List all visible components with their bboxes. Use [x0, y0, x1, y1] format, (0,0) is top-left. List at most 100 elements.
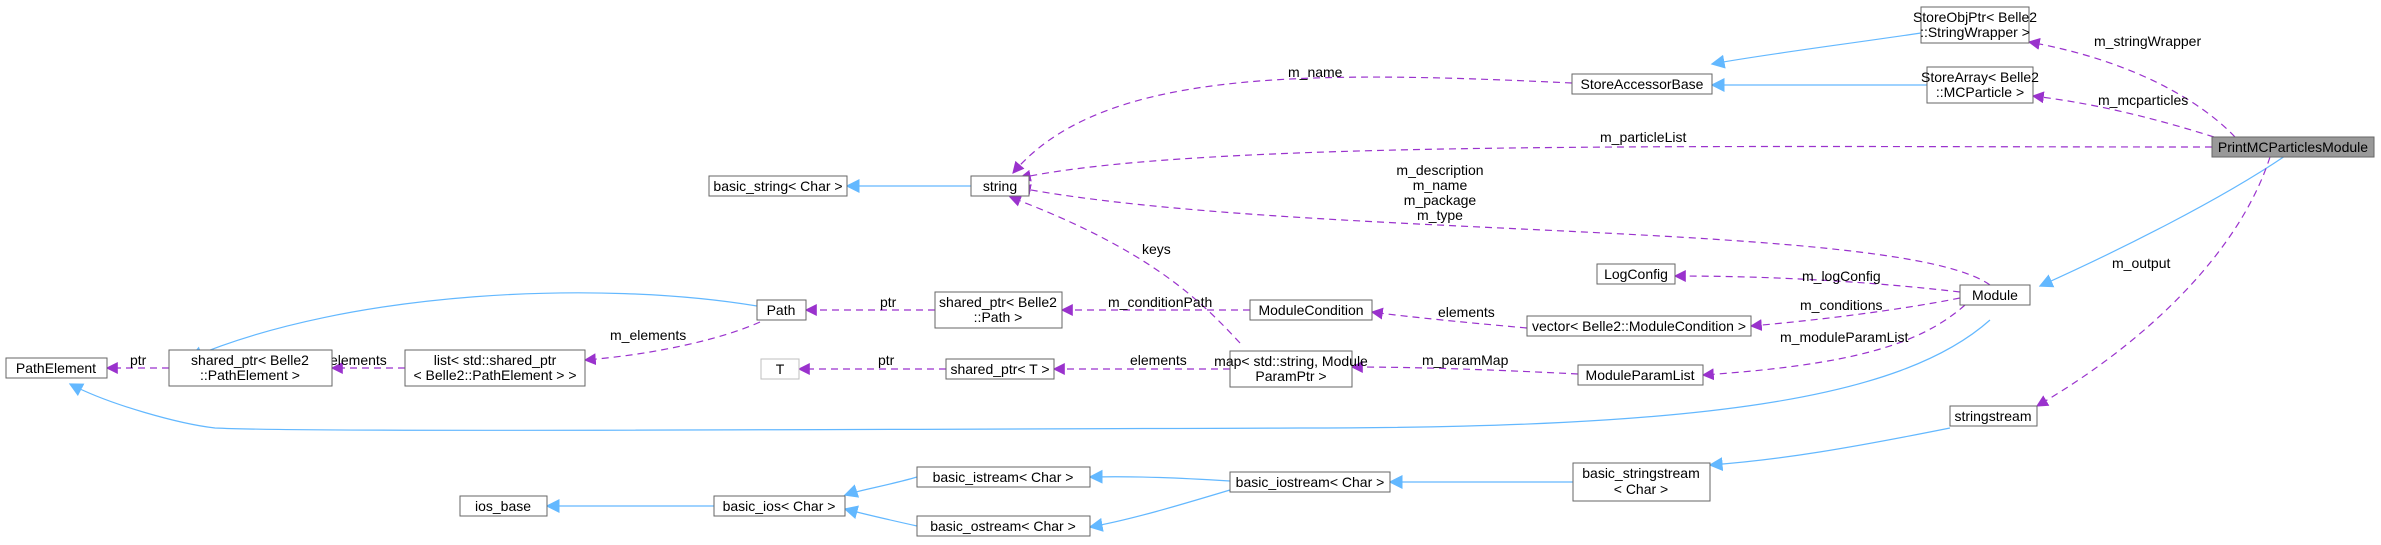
node-vector-modulecondition[interactable]: vector< Belle2::ModuleCondition > [1526, 315, 1752, 337]
edge-module-to-logconfig [1673, 270, 1961, 293]
svg-text:PrintMCParticlesModule: PrintMCParticlesModule [2218, 139, 2368, 155]
edge-basic-iostream-to-basic-ostream [1088, 489, 1231, 532]
svg-text:StoreObjPtr< Belle2: StoreObjPtr< Belle2 [1913, 9, 2037, 25]
svg-text:ModuleParamList: ModuleParamList [1586, 367, 1695, 383]
svg-text:basic_ios< Char >: basic_ios< Char > [723, 498, 836, 514]
svg-text:basic_string< Char >: basic_string< Char > [713, 178, 842, 194]
node-storearray-mcparticle[interactable]: StoreArray< Belle2 ::MCParticle > [1921, 66, 2039, 104]
node-moduleparamlist[interactable]: ModuleParamList [1577, 364, 1704, 386]
svg-text:list< std::shared_ptr: list< std::shared_ptr [434, 352, 557, 368]
edge-print-to-stringstream [2035, 156, 2271, 407]
edge-vector-condition-to-modulecondition [1370, 307, 1528, 329]
label-ptr-t: ptr [878, 352, 895, 368]
edge-moduleparamlist-to-map [1350, 361, 1579, 375]
svg-text:LogConfig: LogConfig [1604, 266, 1668, 282]
svg-text:::Path >: ::Path > [974, 309, 1023, 325]
svg-text:ParamPtr >: ParamPtr > [1255, 368, 1326, 384]
label-ptr-pe: ptr [130, 352, 147, 368]
edge-basic-istream-to-basic-ios [843, 476, 918, 498]
label-m-name: m_name [1413, 177, 1468, 193]
label-m-elements: m_elements [610, 327, 686, 343]
edge-print-to-storeobjptr [2027, 37, 2236, 138]
edge-path-to-pathelement [188, 292, 758, 360]
svg-text:::MCParticle >: ::MCParticle > [1936, 84, 2024, 100]
node-basic-iostream[interactable]: basic_iostream< Char > [1229, 471, 1391, 493]
svg-text:map< std::string, Module: map< std::string, Module [1214, 353, 1368, 369]
label-m-parammap: m_paramMap [1422, 352, 1509, 368]
svg-text:string: string [983, 178, 1017, 194]
svg-text:Path: Path [767, 302, 796, 318]
edge-storeaccessor-to-string [1012, 76, 1573, 174]
label-m-description: m_description [1396, 162, 1483, 178]
edge-stringstream-to-basic-stringstream [1708, 427, 1951, 472]
node-map-string-moduleparamptr[interactable]: map< std::string, Module ParamPtr > [1214, 350, 1368, 388]
svg-text:::PathElement >: ::PathElement > [200, 367, 300, 383]
label-m-logconfig: m_logConfig [1802, 268, 1881, 284]
label-keys: keys [1142, 241, 1171, 257]
label-m-stringwrapper: m_stringWrapper [2094, 33, 2201, 49]
node-storeaccessorbase[interactable]: StoreAccessorBase [1571, 73, 1713, 95]
node-list-shared-ptr-pathelement[interactable]: list< std::shared_ptr < Belle2::PathElem… [404, 349, 586, 387]
label-m-conditions: m_conditions [1800, 297, 1883, 313]
edge-path-to-list [583, 321, 761, 366]
label-m-conditionpath: m_conditionPath [1108, 294, 1212, 310]
node-shared-ptr-path[interactable]: shared_ptr< Belle2 ::Path > [934, 291, 1063, 329]
label-m-mcparticles: m_mcparticles [2098, 92, 2188, 108]
node-basic-string[interactable]: basic_string< Char > [708, 175, 848, 197]
svg-text:StoreAccessorBase: StoreAccessorBase [1581, 76, 1704, 92]
svg-text:ios_base: ios_base [475, 498, 531, 514]
svg-text:basic_ostream< Char >: basic_ostream< Char > [930, 518, 1076, 534]
node-basic-ios[interactable]: basic_ios< Char > [713, 495, 846, 517]
edge-basic-ostream-to-basic-ios [843, 505, 918, 527]
svg-text:basic_iostream< Char >: basic_iostream< Char > [1236, 474, 1385, 490]
node-t[interactable]: T [760, 358, 800, 380]
svg-text:vector< Belle2::ModuleConditio: vector< Belle2::ModuleCondition > [1532, 318, 1746, 334]
svg-text:shared_ptr< T >: shared_ptr< T > [950, 361, 1049, 377]
node-stringstream[interactable]: stringstream [1949, 405, 2038, 427]
svg-text:< Belle2::PathElement > >: < Belle2::PathElement > > [413, 367, 576, 383]
label-m-particlelist: m_particleList [1600, 129, 1686, 145]
svg-text:shared_ptr< Belle2: shared_ptr< Belle2 [191, 352, 309, 368]
edge-print-to-string [1018, 145, 2213, 182]
svg-text:ModuleCondition: ModuleCondition [1258, 302, 1363, 318]
node-string[interactable]: string [970, 175, 1030, 197]
label-elements-cond: elements [1438, 304, 1495, 320]
node-basic-istream[interactable]: basic_istream< Char > [916, 466, 1091, 488]
node-basic-ostream[interactable]: basic_ostream< Char > [916, 515, 1091, 537]
node-modulecondition[interactable]: ModuleCondition [1249, 299, 1373, 321]
svg-text:Module: Module [1972, 287, 2018, 303]
node-shared-ptr-t[interactable]: shared_ptr< T > [945, 358, 1055, 380]
node-ios-base[interactable]: ios_base [459, 495, 548, 517]
label-m-package: m_package [1404, 192, 1477, 208]
label-elements-list: elements [330, 352, 387, 368]
edge-storeobjptr-to-storeaccessorbase [1710, 32, 1922, 69]
node-module[interactable]: Module [1959, 284, 2031, 306]
edge-basic-iostream-to-basic-istream [1088, 469, 1231, 484]
svg-text:basic_stringstream: basic_stringstream [1582, 465, 1700, 481]
node-logconfig[interactable]: LogConfig [1596, 263, 1676, 285]
label-m-name-top: m_name [1288, 64, 1343, 80]
edge-map-to-string-keys [1008, 195, 1241, 344]
node-storeobjptr-stringwrapper[interactable]: StoreObjPtr< Belle2 ::StringWrapper > [1913, 6, 2037, 44]
node-pathelement[interactable]: PathElement [5, 357, 108, 379]
label-m-moduleparamlist: m_moduleParamList [1780, 329, 1908, 345]
label-elements-map: elements [1130, 352, 1187, 368]
svg-text:StoreArray< Belle2: StoreArray< Belle2 [1921, 69, 2039, 85]
edge-module-to-vector-condition [1749, 297, 1961, 332]
svg-text:< Char >: < Char > [1614, 481, 1668, 497]
node-shared-ptr-pathelement[interactable]: shared_ptr< Belle2 ::PathElement > [168, 349, 333, 387]
node-basic-stringstream[interactable]: basic_stringstream < Char > [1572, 462, 1711, 502]
svg-text:T: T [776, 361, 785, 377]
node-printmcparticlesmodule[interactable]: PrintMCParticlesModule [2211, 136, 2375, 158]
label-m-type: m_type [1417, 207, 1463, 223]
node-path[interactable]: Path [756, 299, 807, 321]
svg-text:::StringWrapper >: ::StringWrapper > [1920, 24, 2030, 40]
inheritance-edges [68, 32, 2286, 532]
svg-text:PathElement: PathElement [16, 360, 96, 376]
edge-module-to-string [1018, 184, 1991, 286]
edge-module-to-pathelement [68, 319, 1991, 431]
label-m-output: m_output [2112, 255, 2170, 271]
svg-text:stringstream: stringstream [1954, 408, 2031, 424]
edge-print-to-module [2038, 155, 2286, 288]
